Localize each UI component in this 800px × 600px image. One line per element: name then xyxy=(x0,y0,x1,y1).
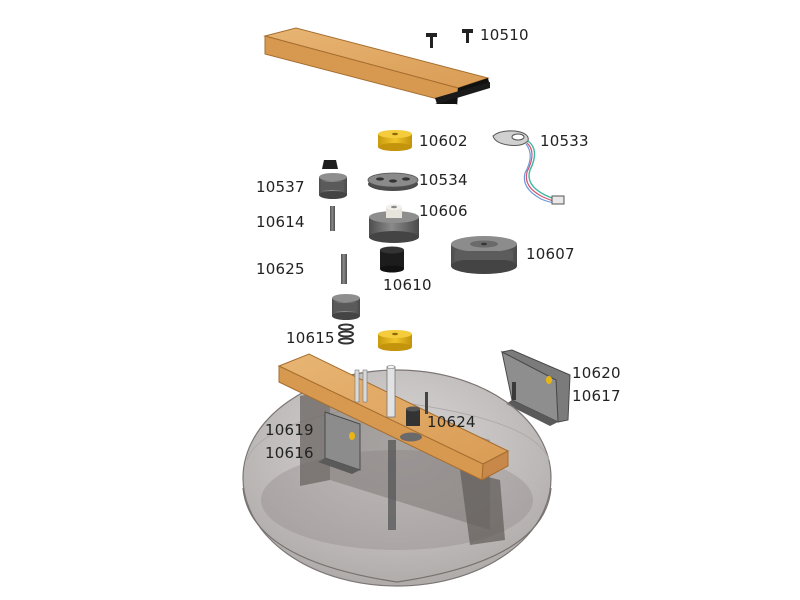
label-10606: 10606 xyxy=(419,202,468,220)
label-10625: 10625 xyxy=(256,260,305,278)
label-10624: 10624 xyxy=(427,413,476,431)
label-10537: 10537 xyxy=(256,178,305,196)
label-10510: 10510 xyxy=(480,26,529,44)
top-wood-plank xyxy=(263,27,490,105)
pulley-10537 xyxy=(319,160,347,199)
bracket-10620 xyxy=(500,349,571,426)
washers-10615 xyxy=(338,323,354,345)
sensor-cable-10533 xyxy=(492,130,565,205)
label-10616: 10616 xyxy=(265,444,314,462)
label-10614: 10614 xyxy=(256,213,305,231)
label-10620: 10620 xyxy=(572,364,621,382)
label-10534: 10534 xyxy=(419,171,468,189)
label-10617: 10617 xyxy=(572,387,621,405)
hub-10606 xyxy=(369,204,419,243)
label-10615: 10615 xyxy=(286,329,335,347)
pulley-10607 xyxy=(451,236,517,274)
bracket-10619 xyxy=(318,411,361,474)
pin-10614 xyxy=(330,206,335,231)
label-10610: 10610 xyxy=(383,276,432,294)
plate-10534 xyxy=(367,172,419,191)
yellow-spacer-10602 xyxy=(378,130,412,151)
label-10619: 10619 xyxy=(265,421,314,439)
shaft-10625 xyxy=(341,254,347,284)
label-10607: 10607 xyxy=(526,245,575,263)
posts-on-plank xyxy=(354,365,428,426)
label-10602: 10602 xyxy=(419,132,468,150)
cylinder-10610 xyxy=(380,246,404,273)
yellow-spacer-lower xyxy=(378,330,412,351)
screws-10510 xyxy=(426,29,473,48)
pulley-lower xyxy=(332,294,360,320)
label-10533: 10533 xyxy=(540,132,589,150)
